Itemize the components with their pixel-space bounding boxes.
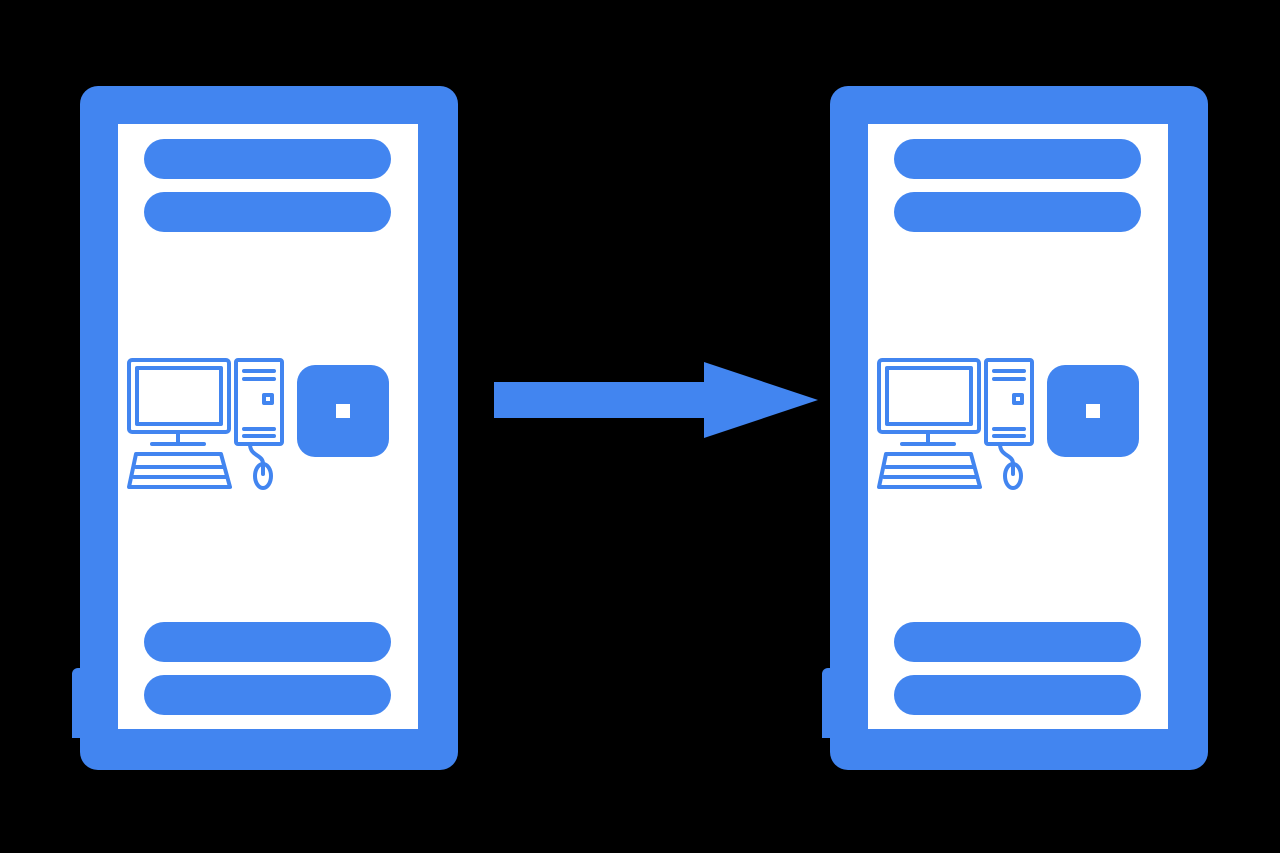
- arrow-right-icon: [494, 362, 818, 438]
- target-server-tower: [822, 86, 1208, 770]
- drive-bay-3: [894, 622, 1141, 662]
- desktop-computer-icon: [127, 358, 284, 490]
- tower-foot: [822, 668, 832, 738]
- power-button-icon: [297, 365, 389, 457]
- drive-bay-4: [894, 675, 1141, 715]
- drive-bay-1: [894, 139, 1141, 179]
- power-led: [1086, 404, 1100, 418]
- drive-bay-2: [144, 192, 391, 232]
- drive-bay-4: [144, 675, 391, 715]
- arrow-head: [704, 362, 818, 438]
- drive-bay-1: [144, 139, 391, 179]
- desktop-computer-icon: [877, 358, 1034, 490]
- server-front-panel: [868, 124, 1168, 729]
- tower-foot: [72, 668, 82, 738]
- drive-bay-3: [144, 622, 391, 662]
- arrow-shaft: [494, 382, 710, 418]
- drive-bay-2: [894, 192, 1141, 232]
- power-button-icon: [1047, 365, 1139, 457]
- source-server-tower: [72, 86, 458, 770]
- power-led: [336, 404, 350, 418]
- server-front-panel: [118, 124, 418, 729]
